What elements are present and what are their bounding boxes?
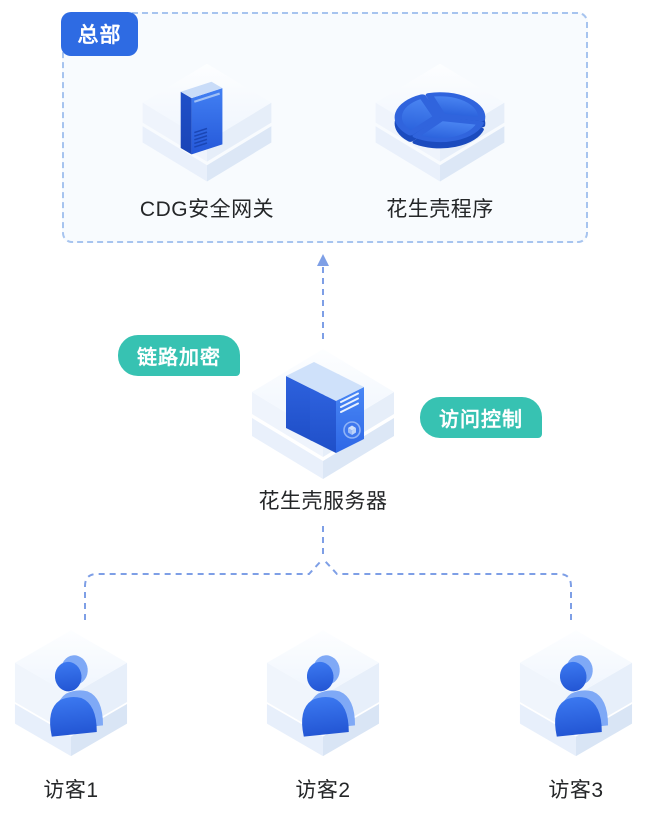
node-label-peanut-server: 花生壳服务器: [258, 490, 388, 513]
person-cube-icon: [14, 630, 128, 757]
person-cube-icon: [266, 630, 380, 757]
dashed-fork-connector: [84, 526, 572, 620]
node-peanut-app: 花生壳程序: [372, 60, 508, 221]
peanut-shell-icon: [375, 63, 505, 182]
dashed-arrow-up-icon: [317, 254, 329, 343]
node-visitor-3: 访客3: [518, 630, 634, 802]
access-control-badge: 访问控制: [420, 397, 542, 438]
node-label-visitor-3: 访客3: [548, 779, 604, 802]
hq-group-box: [62, 12, 588, 243]
server-tower-icon: [142, 63, 272, 182]
dual-server-icon: [252, 349, 394, 479]
node-label-peanut-app: 花生壳程序: [386, 198, 494, 221]
node-label-cdg: CDG安全网关: [139, 198, 275, 221]
link-encryption-badge: 链路加密: [118, 335, 240, 376]
node-label-visitor-1: 访客1: [43, 779, 99, 802]
hq-badge: 总部: [61, 12, 138, 56]
node-visitor-2: 访客2: [265, 630, 381, 802]
node-peanut-server: 花生壳服务器: [248, 345, 398, 513]
person-cube-icon: [519, 630, 633, 757]
node-visitor-1: 访客1: [13, 630, 129, 802]
node-cdg-gateway: CDG安全网关: [139, 60, 275, 221]
node-label-visitor-2: 访客2: [295, 779, 351, 802]
